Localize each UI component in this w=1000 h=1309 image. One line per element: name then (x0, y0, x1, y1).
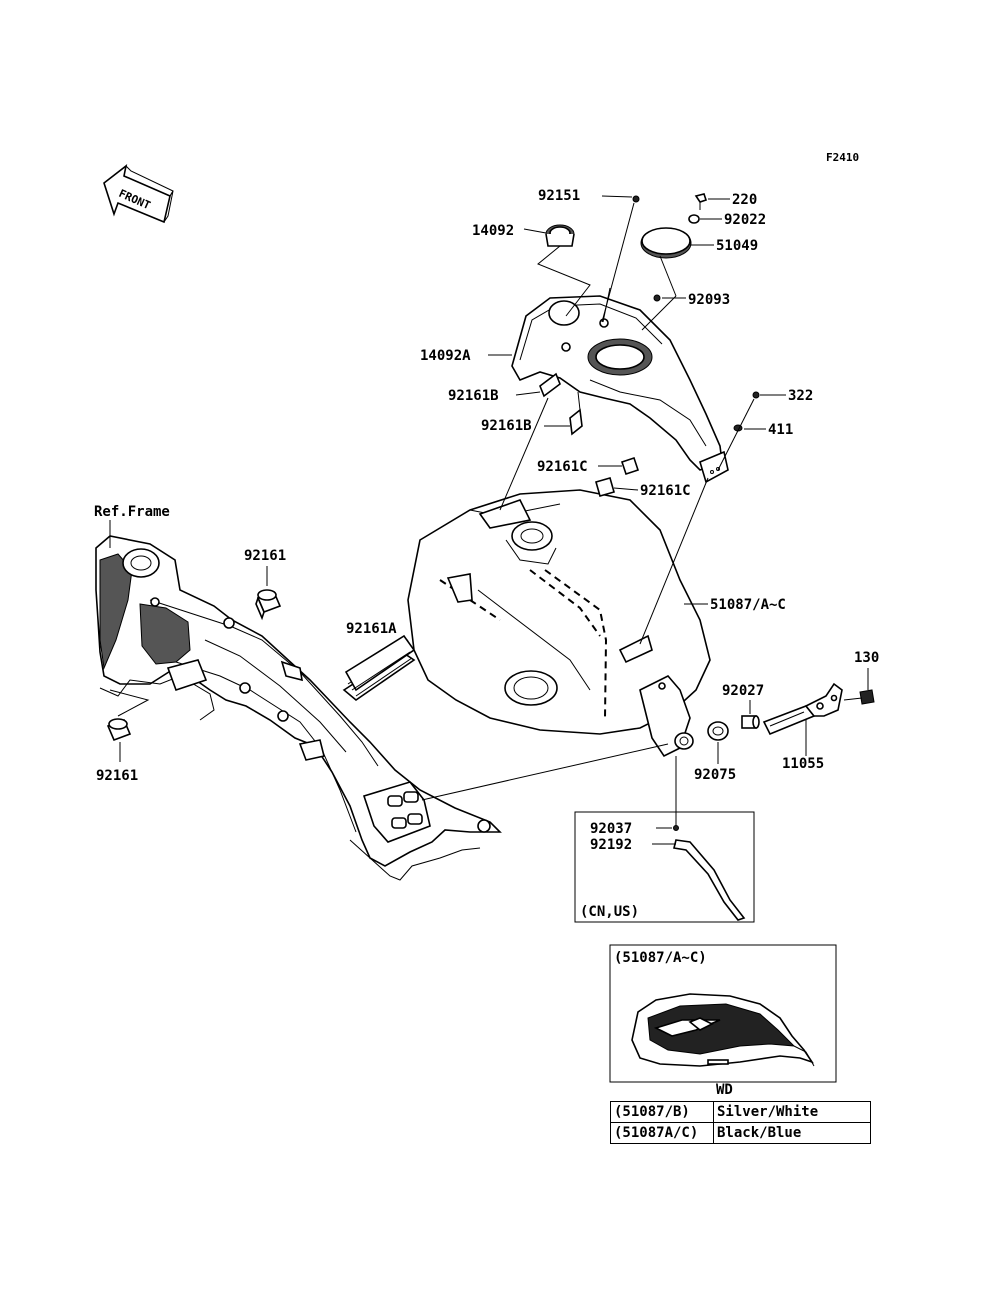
grommet-92093 (653, 294, 661, 302)
variant-box (609, 944, 837, 1083)
bolt-220 (694, 193, 708, 210)
label-92161C-2: 92161C (640, 483, 691, 499)
damper-92161-top (255, 566, 282, 621)
label-92161B-2: 92161B (481, 418, 532, 434)
frame-drawing (95, 520, 502, 881)
label-92027: 92027 (722, 683, 764, 699)
bolt-130 (843, 689, 875, 705)
figure-code: F2410 (826, 151, 859, 164)
label-220: 220 (732, 192, 757, 208)
label-51049: 51049 (716, 238, 758, 254)
label-92093: 92093 (688, 292, 730, 308)
front-arrow-icon: FRONT (103, 164, 174, 224)
label-92161C-1: 92161C (537, 459, 588, 475)
emblem-51049 (640, 227, 692, 259)
label-92075: 92075 (694, 767, 736, 783)
label-92022: 92022 (724, 212, 766, 228)
ref-frame-label: Ref.Frame (94, 504, 170, 520)
cn-us-box (574, 811, 755, 923)
label-92161-bottom: 92161 (96, 768, 138, 784)
table-cell-part: (51087A/C) (610, 1122, 714, 1144)
fuel-tank-drawing (407, 489, 711, 758)
label-92161B-1: 92161B (448, 388, 499, 404)
label-130: 130 (854, 650, 879, 666)
label-92037: 92037 (590, 821, 632, 837)
label-14092: 14092 (472, 223, 514, 239)
table-cell-color: Silver/White (713, 1101, 871, 1123)
label-51087: 51087/A~C (710, 597, 786, 613)
label-92161-top: 92161 (244, 548, 286, 564)
color-table-header: WD (716, 1082, 733, 1098)
pad-92161B-1 (539, 372, 561, 398)
damper-92075 (707, 721, 729, 741)
variant-box-label: (51087/A~C) (614, 950, 707, 966)
table-row: (51087/B) Silver/White (610, 1101, 871, 1123)
bolt-322 (752, 391, 760, 399)
pad-92161B-2 (569, 408, 583, 436)
filler-ring-14092 (545, 224, 575, 247)
label-92161A: 92161A (346, 621, 397, 637)
damper-92161-bottom (106, 689, 150, 762)
washer-92022 (688, 214, 700, 224)
tank-cover-drawing (511, 295, 729, 484)
label-92192: 92192 (590, 837, 632, 853)
table-cell-color: Black/Blue (713, 1122, 871, 1144)
label-411: 411 (768, 422, 793, 438)
pad-92161A (342, 634, 416, 702)
pad-92161C-1 (620, 456, 640, 476)
cn-us-label: (CN,US) (580, 904, 639, 920)
screw-92151 (632, 195, 640, 203)
clip-92037 (673, 825, 679, 831)
color-table: (51087/B) Silver/White (51087A/C) Black/… (610, 1101, 871, 1144)
label-14092A: 14092A (420, 348, 471, 364)
tank-variant-drawing (631, 993, 815, 1067)
label-92151: 92151 (538, 188, 580, 204)
collar-92027 (741, 715, 760, 729)
bracket-11055 (762, 682, 843, 736)
pad-92161C-2 (595, 477, 615, 497)
table-row: (51087A/C) Black/Blue (610, 1122, 871, 1144)
label-11055: 11055 (782, 756, 824, 772)
hose-92192 (673, 839, 746, 921)
label-322: 322 (788, 388, 813, 404)
table-cell-part: (51087/B) (610, 1101, 714, 1123)
